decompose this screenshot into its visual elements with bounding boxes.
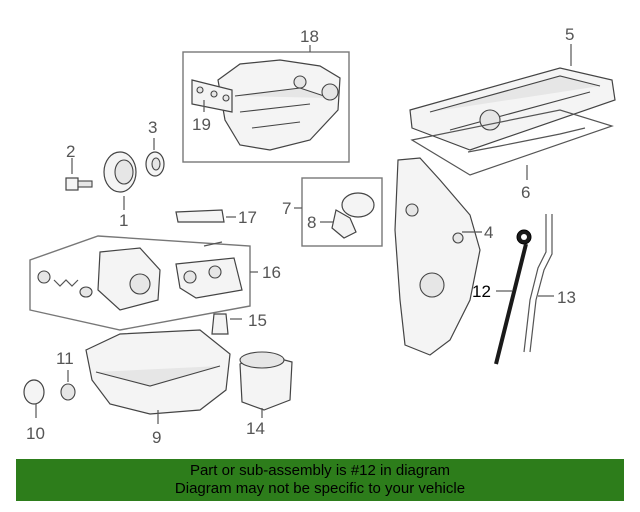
notice-banner: Part or sub-assembly is #12 in diagram D… [16,459,624,501]
callout-18: 18 [300,27,319,46]
front-seal [145,138,165,177]
callout-15: 15 [248,311,267,330]
callout-1: 1 [119,211,128,230]
callout-12: 12 [472,282,491,301]
callout-10: 10 [26,424,45,443]
dipstick [494,229,532,365]
drain-plug [23,370,76,418]
valve-cover-gasket [410,109,614,180]
callout-8: 8 [307,213,316,232]
callout-11: 11 [56,349,74,368]
callout-17: 17 [238,208,257,227]
oil-pan [85,329,231,424]
callout-14: 14 [246,419,265,438]
engine-parts-diagram: 1 2 3 4 5 6 7 8 9 10 11 12 13 14 15 16 1… [23,25,616,447]
oil-filler-cap-group [294,177,383,247]
callout-4: 4 [484,223,493,242]
banner-line-disclaimer: Diagram may not be specific to your vehi… [174,480,466,497]
dipstick-tube [523,214,554,353]
callout-5: 5 [565,25,574,44]
callout-13: 13 [557,288,576,307]
callout-2: 2 [66,142,75,161]
timing-cover [394,157,482,356]
callout-16: 16 [262,263,281,282]
oil-strainer [211,313,242,335]
oil-pump-assembly [29,235,258,331]
pulley-bolt [65,158,93,191]
oil-filter [239,351,293,418]
callout-9: 9 [152,428,161,447]
callout-7: 7 [282,199,291,218]
crank-pulley [103,151,137,210]
pump-gasket [175,209,236,223]
callout-6: 6 [521,183,530,202]
intake-manifold-group [182,45,350,163]
callout-19: 19 [192,115,211,134]
banner-line-part: Part or sub-assembly is #12 in diagram [189,462,451,479]
callout-3: 3 [148,118,157,137]
